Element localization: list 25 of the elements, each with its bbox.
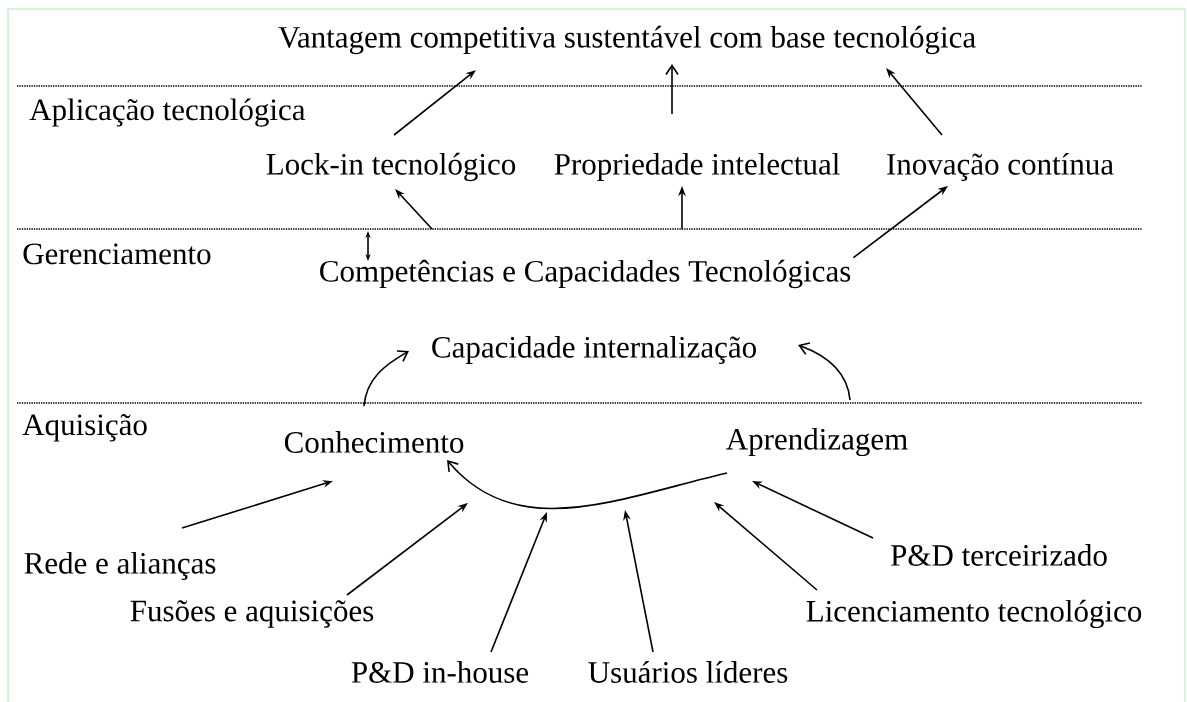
arrow [714,502,818,591]
node-text: Rede e alianças [24,551,216,581]
layer-label: Aplicação tecnológica [29,98,306,127]
node-text: Inovação contínua [887,152,1114,182]
node-text: Fusões e aquisições [130,600,374,628]
node-text: Aprendizagem [726,427,908,457]
node-text: Capacidade internalização [432,335,756,365]
arrow [447,460,728,510]
node-text: Usuários líderes [588,661,788,683]
arrow [393,70,476,136]
arrow [363,350,409,407]
node-text: Vantagem competitiva sustentável com base tecnológica [278,25,976,55]
node-text: Conhecimento [284,431,464,453]
arrow [395,189,433,230]
node-text: Licenciamento tecnológico [806,599,1142,629]
arrow [665,64,679,115]
arrow [798,342,851,401]
node-text: Competências e Capacidades Tecnológicas [320,259,851,289]
layer-label: Aquisição [22,414,147,442]
node-text: Propriedade intelectual [554,152,840,182]
node-text: P&D terceirizado [891,544,1107,566]
node-text: P&D in-house [351,661,529,683]
node-text: Lock-in tecnológico [266,152,516,182]
arrow [886,68,943,136]
layer-label: Gerenciamento [23,243,211,265]
